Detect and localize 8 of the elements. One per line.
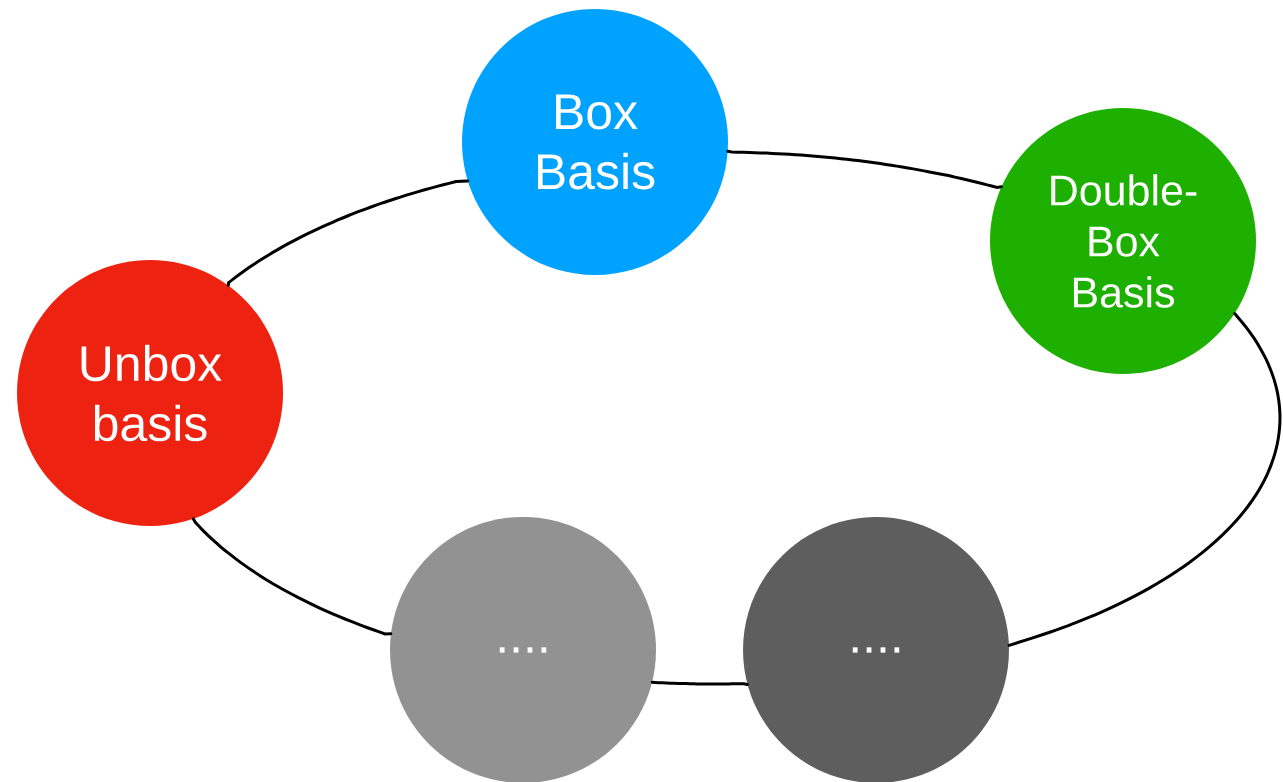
- ring-arc: [226, 179, 470, 287]
- circle-node: Double- Box Basis: [990, 108, 1256, 374]
- ring-arc: [726, 149, 1003, 189]
- ring-arc: [191, 517, 393, 636]
- ring-arc: [650, 680, 749, 686]
- ring-arc: [1007, 312, 1282, 647]
- circle-node: Box Basis: [462, 9, 728, 275]
- circle-node: Unbox basis: [17, 260, 283, 526]
